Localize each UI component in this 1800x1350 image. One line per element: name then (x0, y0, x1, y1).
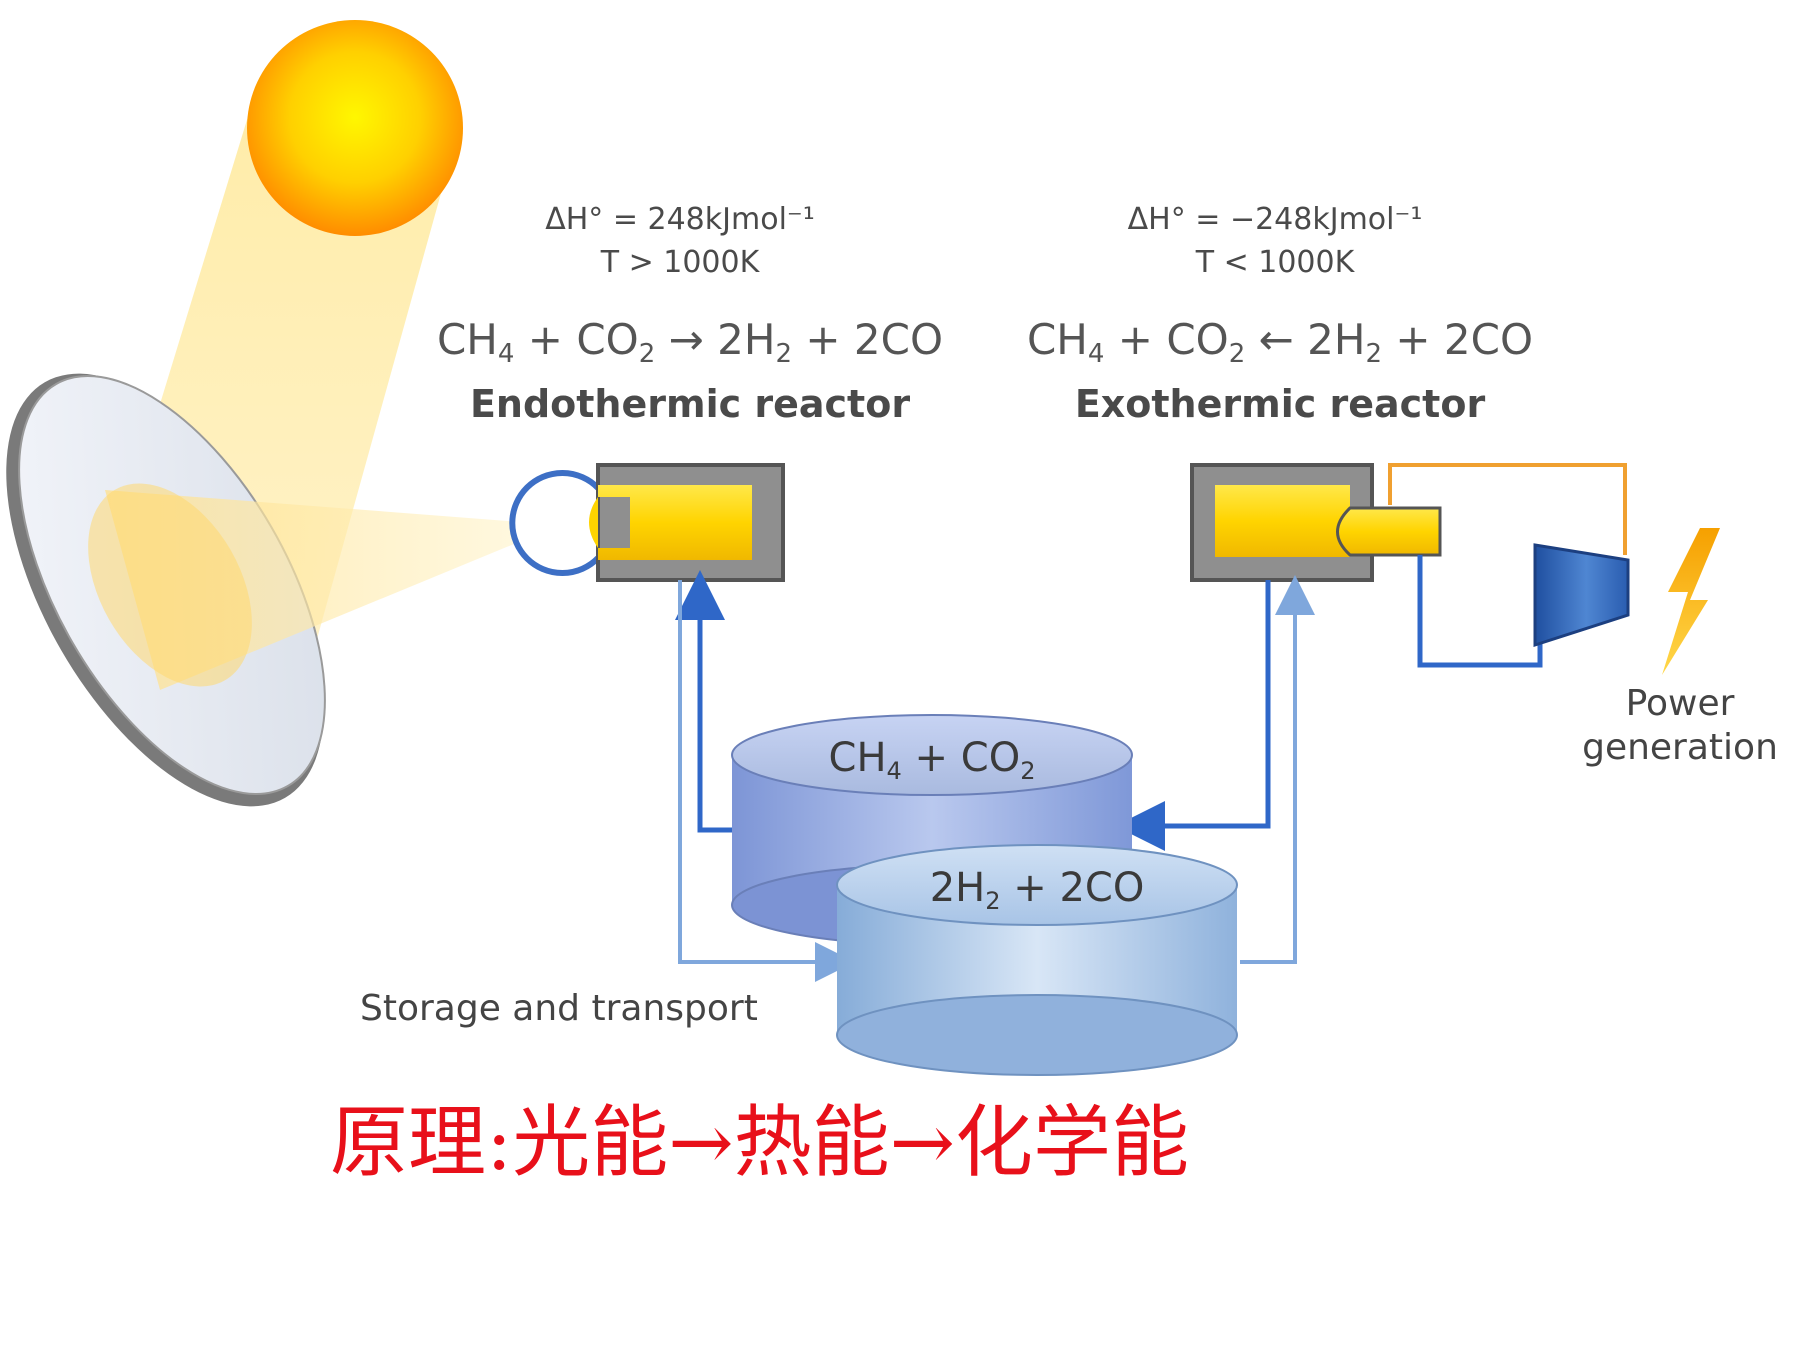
principle-text: 原理:光能→热能→化学能 (330, 1098, 1189, 1188)
power-label-line1: Power (1625, 683, 1735, 724)
endothermic-reactor (509, 463, 785, 582)
pipe-h2co-to-exo (1240, 575, 1315, 964)
sun-icon (247, 20, 463, 236)
tank-top-label: CH4 + CO2 (828, 735, 1036, 785)
endo-equation: CH4 + CO2 → 2H2 + 2CO (436, 315, 944, 369)
exo-delta-h: ΔH° = −248kJmol⁻¹ (1127, 202, 1423, 237)
lightning-icon (1662, 528, 1720, 675)
pipe-ch4co2-to-endo (675, 570, 735, 833)
storage-label: Storage and transport (360, 988, 758, 1029)
power-label-line2: generation (1582, 727, 1778, 768)
power-return-pipe (1417, 555, 1543, 668)
endo-title: Endothermic reactor (469, 382, 911, 426)
tank-h2-co (836, 844, 1238, 1076)
turbine-icon (1533, 543, 1630, 648)
pipe-endo-to-h2co (678, 580, 855, 982)
exothermic-reactor (1190, 463, 1442, 582)
exo-temperature: T < 1000K (1195, 245, 1355, 280)
pipe-exo-to-ch4co2 (1115, 580, 1271, 851)
exo-equation: CH4 + CO2 ← 2H2 + 2CO (1026, 315, 1534, 369)
tank-bottom-label: 2H2 + 2CO (929, 865, 1145, 915)
endo-delta-h: ΔH° = 248kJmol⁻¹ (545, 202, 815, 237)
endo-temperature: T > 1000K (600, 245, 760, 280)
exo-title: Exothermic reactor (1074, 382, 1486, 426)
power-loop (1388, 463, 1627, 555)
